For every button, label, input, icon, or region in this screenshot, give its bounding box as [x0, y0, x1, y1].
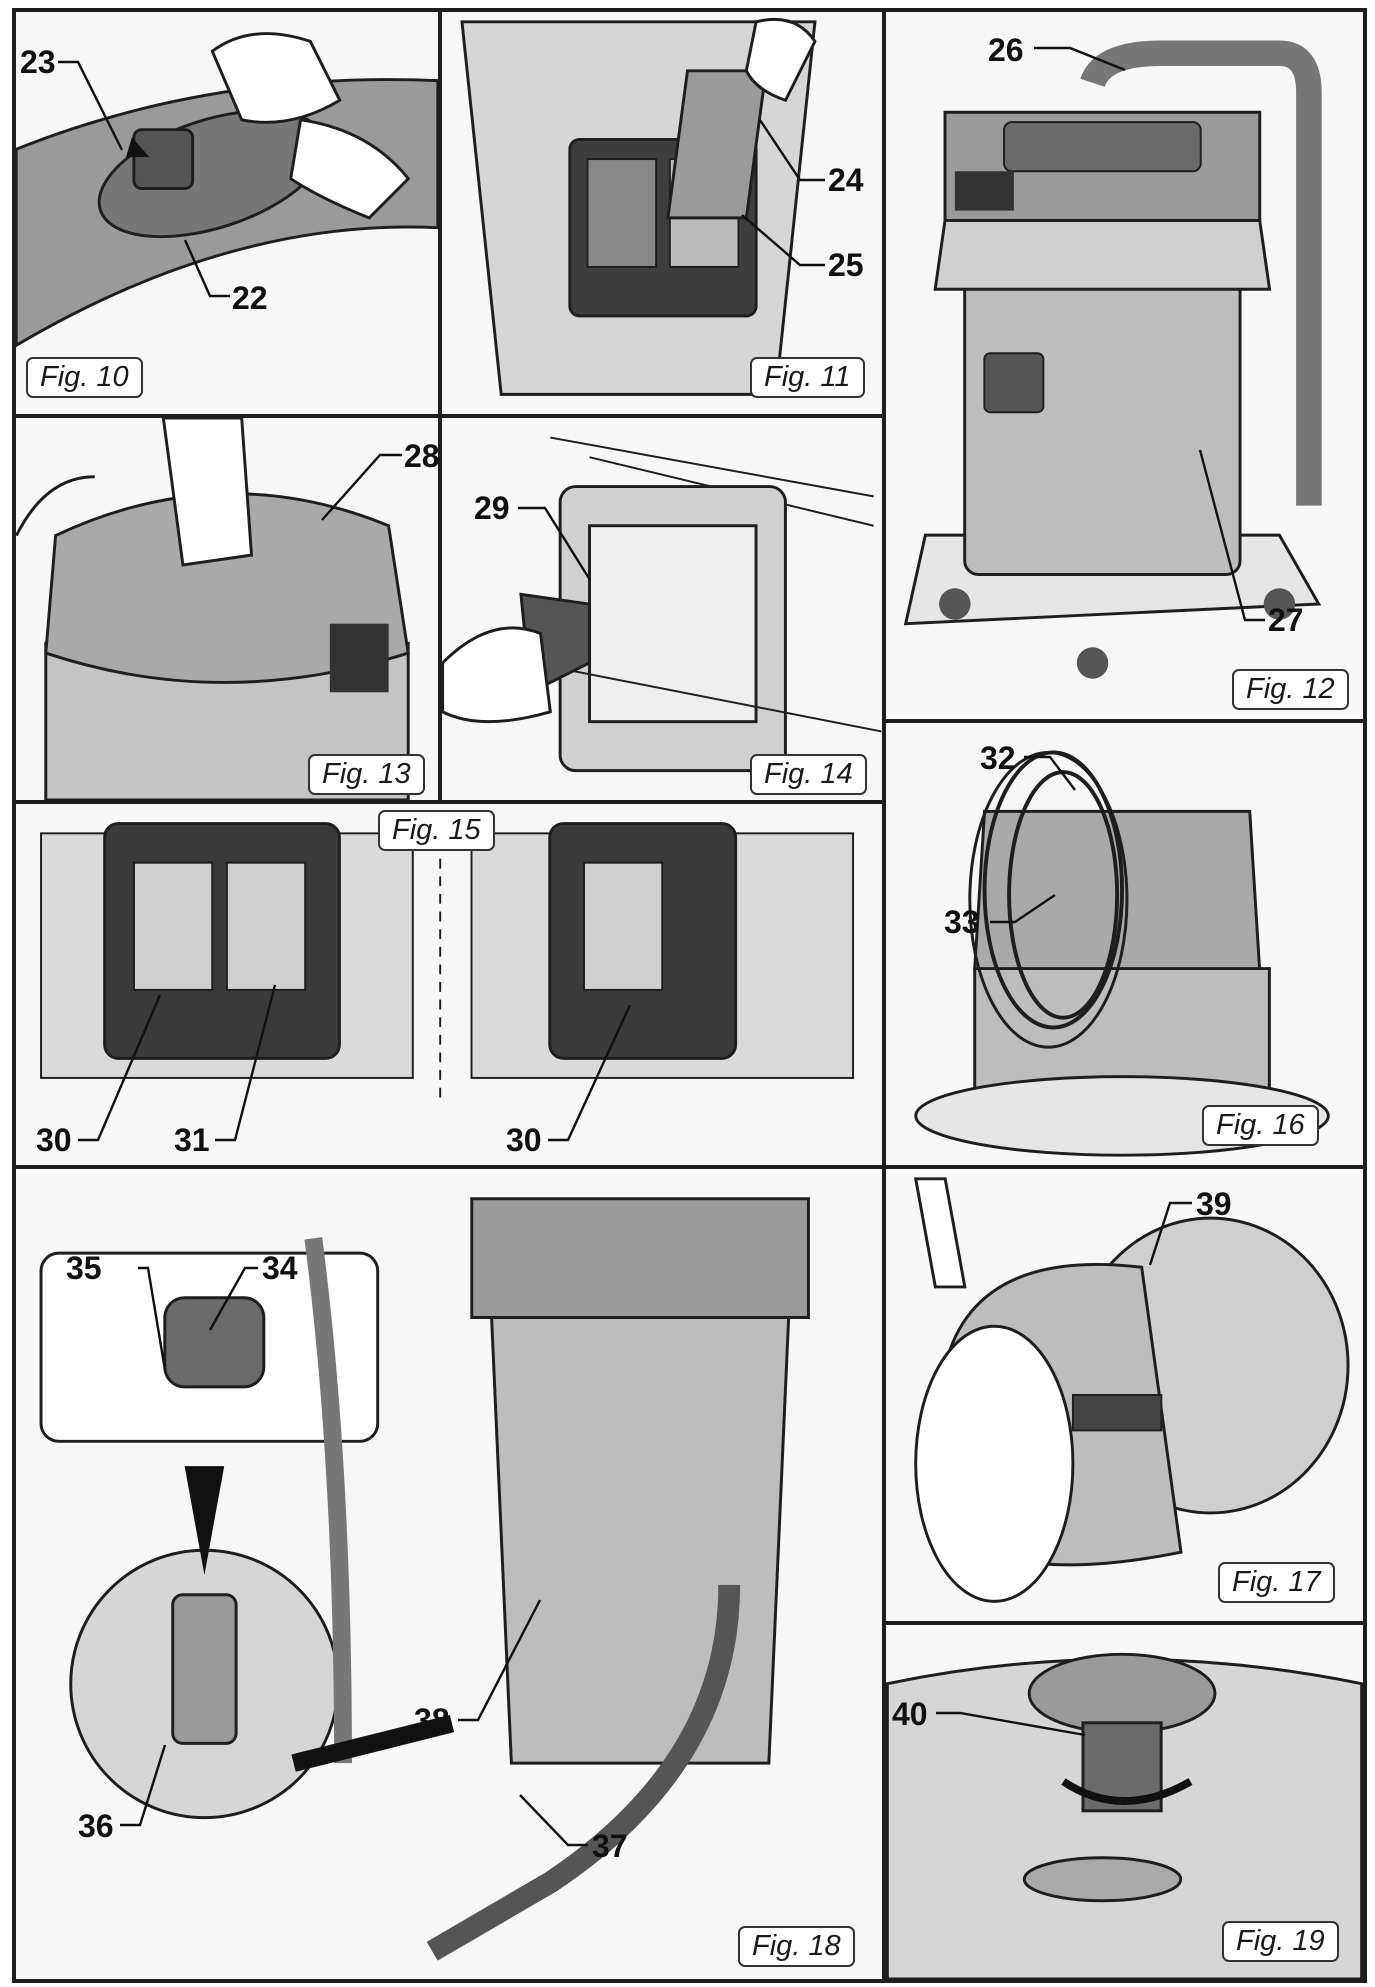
callout-38: 38 [414, 1702, 450, 1738]
figure-label-18: Fig. 18 [738, 1926, 855, 1967]
callout-33: 33 [944, 904, 980, 940]
panel-fig-16: Fig. 16 [882, 719, 1367, 1169]
callout-24: 24 [828, 162, 864, 198]
callout-37: 37 [592, 1828, 628, 1864]
panel-fig-19: Fig. 19 [882, 1621, 1367, 1983]
callout-32: 32 [980, 740, 1016, 776]
panel-fig-18: Fig. 18 [12, 1165, 886, 1983]
figure-label-13: Fig. 13 [308, 754, 425, 795]
callout-29: 29 [474, 490, 510, 526]
vacuum-cleaner-illustration [903, 40, 1322, 679]
callout-39: 39 [1196, 1186, 1232, 1222]
callout-30-left: 30 [36, 1122, 72, 1158]
figure-label-11: Fig. 11 [750, 357, 865, 398]
control-switches-illustration [40, 822, 855, 1098]
callout-25: 25 [828, 247, 864, 283]
callout-36: 36 [78, 1808, 114, 1844]
panel-fig-17: Fig. 17 [882, 1165, 1367, 1625]
panel-fig-12: Fig. 12 [882, 8, 1367, 723]
panel-fig-13: Fig. 13 [12, 414, 442, 804]
figure-label-10: Fig. 10 [26, 357, 143, 398]
callout-26: 26 [988, 32, 1024, 68]
callout-30-right: 30 [506, 1122, 542, 1158]
panel-fig-11: Fig. 11 [438, 8, 886, 418]
figure-label-17: Fig. 17 [1218, 1562, 1335, 1603]
figure-label-19: Fig. 19 [1222, 1921, 1339, 1962]
figure-label-15: Fig. 15 [378, 810, 495, 851]
figure-label-14: Fig. 14 [750, 754, 867, 795]
drain-hose-illustration [39, 1197, 810, 1961]
callout-28: 28 [404, 438, 440, 474]
motor-head-latch-illustration [16, 418, 410, 800]
callout-22: 22 [232, 280, 268, 316]
callout-34: 34 [262, 1250, 298, 1286]
panel-fig-10: Fig. 10 [12, 8, 442, 418]
figure-label-12: Fig. 12 [1232, 669, 1349, 710]
hose-handle-illustration [16, 32, 438, 348]
panel-fig-14: Fig. 14 [438, 414, 886, 804]
cable-winding-illustration [914, 750, 1330, 1157]
callout-27: 27 [1268, 602, 1304, 638]
wall-socket-plug-illustration [442, 436, 882, 773]
figure-label-16: Fig. 16 [1202, 1105, 1319, 1146]
callout-31: 31 [174, 1122, 210, 1158]
callout-23: 23 [20, 44, 56, 80]
panel-fig-15: Fig. 15 [12, 800, 886, 1169]
callout-40: 40 [892, 1696, 928, 1732]
switch-cover-illustration [460, 17, 817, 396]
tank-removal-illustration [913, 1177, 1350, 1603]
callout-35: 35 [66, 1250, 102, 1286]
